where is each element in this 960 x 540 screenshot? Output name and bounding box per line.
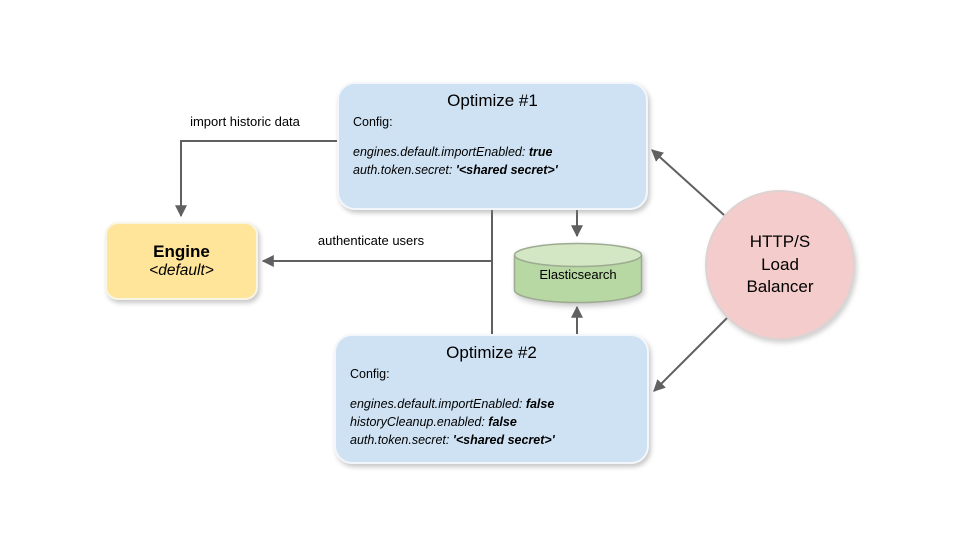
optimize-2-title: Optimize #2	[446, 343, 537, 362]
config-key: historyCleanup.enabled:	[350, 415, 489, 430]
database-cylinder-icon	[513, 242, 643, 304]
config-line: engines.default.importEnabled: false	[350, 395, 647, 413]
config-value: '<shared secret>'	[452, 433, 555, 448]
config-value: false	[525, 397, 555, 411]
config-value: true	[528, 145, 553, 159]
config-key: auth.token.secret:	[353, 163, 456, 178]
engine-title: Engine	[153, 242, 210, 261]
cylinder-body	[514, 255, 642, 303]
load-balancer-label-line1: HTTP/S	[749, 231, 811, 251]
config-line: auth.token.secret: '<shared secret>'	[353, 161, 646, 179]
config-value: false	[488, 415, 517, 430]
config-value: '<shared secret>'	[455, 163, 558, 178]
authenticate-users-label: authenticate users	[317, 233, 425, 248]
load-balancer-label-line2: Load	[761, 254, 799, 274]
engine-node: Engine <default>	[105, 222, 258, 300]
optimize-1-node: Optimize #1 Config: engines.default.impo…	[337, 82, 648, 210]
config-key: engines.default.importEnabled:	[350, 397, 526, 411]
edge-loadbalancer-optimize2	[653, 317, 728, 392]
optimize-1-title: Optimize #1	[447, 91, 538, 110]
load-balancer-node: HTTP/S Load Balancer	[705, 190, 855, 340]
load-balancer-label-line3: Balancer	[746, 277, 814, 297]
edge-loadbalancer-optimize1	[651, 149, 725, 216]
cylinder-body-outline	[513, 255, 643, 304]
config-line: engines.default.importEnabled: true	[353, 143, 646, 161]
cylinder-top	[514, 243, 642, 267]
elasticsearch-label: Elasticsearch	[539, 267, 617, 282]
edge-import-historic-data	[175, 140, 337, 218]
config-line: historyCleanup.enabled: false	[350, 413, 647, 431]
elasticsearch-node: Elasticsearch	[513, 242, 643, 304]
optimize-1-config-label: Config:	[353, 115, 393, 129]
import-historic-data-label: import historic data	[190, 114, 300, 129]
cylinder-top-outline	[513, 242, 643, 268]
engine-subtitle: <default>	[149, 262, 214, 279]
optimize-2-node: Optimize #2 Config: engines.default.impo…	[334, 334, 649, 464]
config-key: auth.token.secret:	[350, 433, 453, 448]
config-line: auth.token.secret: '<shared secret>'	[350, 431, 647, 449]
optimize-2-config-label: Config:	[350, 367, 390, 381]
config-key: engines.default.importEnabled:	[353, 145, 529, 159]
